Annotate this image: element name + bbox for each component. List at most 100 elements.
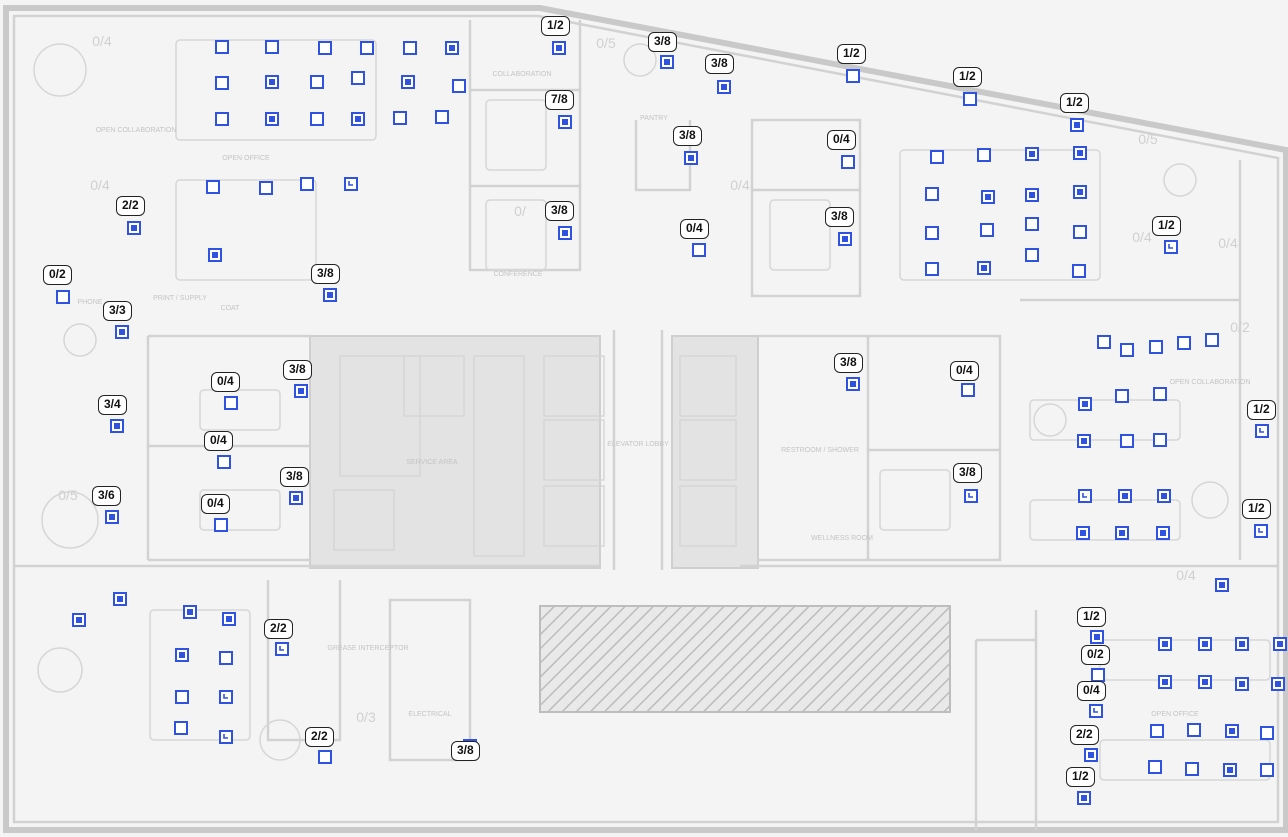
desk-occupied-marker[interactable] [1223, 763, 1237, 777]
desk-available-marker[interactable] [56, 290, 70, 304]
room-capacity-badge[interactable]: 3/8 [280, 467, 309, 487]
desk-available-marker[interactable] [1115, 389, 1129, 403]
desk-occupied-marker[interactable] [401, 75, 415, 89]
desk-available-marker[interactable] [930, 150, 944, 164]
desk-occupied-marker[interactable] [105, 510, 119, 524]
desk-occupied-marker[interactable] [265, 75, 279, 89]
desk-available-marker[interactable] [1153, 387, 1167, 401]
desk-available-marker[interactable] [977, 148, 991, 162]
desk-reserved-marker[interactable] [1078, 489, 1092, 503]
desk-occupied-marker[interactable] [1025, 147, 1039, 161]
desk-occupied-marker[interactable] [208, 248, 222, 262]
desk-available-marker[interactable] [403, 41, 417, 55]
desk-occupied-marker[interactable] [1025, 188, 1039, 202]
desk-occupied-marker[interactable] [838, 232, 852, 246]
desk-occupied-marker[interactable] [660, 55, 674, 69]
desk-occupied-marker[interactable] [289, 491, 303, 505]
desk-occupied-marker[interactable] [1225, 724, 1239, 738]
desk-occupied-marker[interactable] [1076, 526, 1090, 540]
desk-reserved-marker[interactable] [275, 642, 289, 656]
desk-available-marker[interactable] [1073, 225, 1087, 239]
room-capacity-badge[interactable]: 1/2 [541, 16, 570, 36]
desk-reserved-marker[interactable] [1254, 524, 1268, 538]
desk-available-marker[interactable] [217, 455, 231, 469]
desk-occupied-marker[interactable] [1198, 675, 1212, 689]
room-capacity-badge[interactable]: 0/4 [201, 494, 230, 514]
room-capacity-badge[interactable]: 3/8 [311, 264, 340, 284]
desk-occupied-marker[interactable] [351, 112, 365, 126]
room-capacity-badge[interactable]: 3/8 [451, 741, 480, 761]
room-capacity-badge[interactable]: 3/8 [283, 360, 312, 380]
desk-available-marker[interactable] [1097, 335, 1111, 349]
desk-available-marker[interactable] [1187, 723, 1201, 737]
desk-occupied-marker[interactable] [981, 190, 995, 204]
room-capacity-badge[interactable]: 1/2 [1077, 607, 1106, 627]
desk-occupied-marker[interactable] [1077, 791, 1091, 805]
desk-reserved-marker[interactable] [1089, 704, 1103, 718]
desk-available-marker[interactable] [1153, 433, 1167, 447]
room-capacity-badge[interactable]: 1/2 [837, 44, 866, 64]
desk-occupied-marker[interactable] [1118, 489, 1132, 503]
desk-occupied-marker[interactable] [1158, 637, 1172, 651]
room-capacity-badge[interactable]: 2/2 [305, 727, 334, 747]
desk-occupied-marker[interactable] [265, 112, 279, 126]
desk-reserved-marker[interactable] [344, 177, 358, 191]
room-capacity-badge[interactable]: 0/4 [680, 219, 709, 239]
desk-occupied-marker[interactable] [294, 384, 308, 398]
desk-occupied-marker[interactable] [445, 41, 459, 55]
desk-occupied-marker[interactable] [717, 80, 731, 94]
desk-available-marker[interactable] [1185, 762, 1199, 776]
desk-reserved-marker[interactable] [219, 730, 233, 744]
desk-available-marker[interactable] [1120, 434, 1134, 448]
desk-available-marker[interactable] [961, 383, 975, 397]
desk-reserved-marker[interactable] [1255, 424, 1269, 438]
room-capacity-badge[interactable]: 0/2 [43, 265, 72, 285]
room-capacity-badge[interactable]: 3/8 [545, 201, 574, 221]
desk-occupied-marker[interactable] [1070, 118, 1084, 132]
desk-occupied-marker[interactable] [1273, 637, 1287, 651]
room-capacity-badge[interactable]: 3/8 [834, 353, 863, 373]
desk-available-marker[interactable] [841, 155, 855, 169]
room-capacity-badge[interactable]: 3/8 [648, 32, 677, 52]
desk-available-marker[interactable] [435, 110, 449, 124]
desk-available-marker[interactable] [175, 690, 189, 704]
desk-available-marker[interactable] [1177, 336, 1191, 350]
desk-occupied-marker[interactable] [1077, 434, 1091, 448]
room-capacity-badge[interactable]: 2/2 [264, 619, 293, 639]
desk-occupied-marker[interactable] [1156, 526, 1170, 540]
room-capacity-badge[interactable]: 3/6 [92, 486, 121, 506]
room-capacity-badge[interactable]: 1/2 [1247, 400, 1276, 420]
desk-available-marker[interactable] [300, 177, 314, 191]
room-capacity-badge[interactable]: 1/2 [1060, 93, 1089, 113]
desk-occupied-marker[interactable] [1235, 637, 1249, 651]
desk-available-marker[interactable] [1150, 724, 1164, 738]
desk-occupied-marker[interactable] [1084, 748, 1098, 762]
desk-available-marker[interactable] [925, 262, 939, 276]
desk-available-marker[interactable] [214, 518, 228, 532]
desk-available-marker[interactable] [310, 75, 324, 89]
desk-available-marker[interactable] [318, 41, 332, 55]
room-capacity-badge[interactable]: 3/3 [103, 301, 132, 321]
desk-available-marker[interactable] [360, 41, 374, 55]
desk-available-marker[interactable] [1149, 340, 1163, 354]
desk-available-marker[interactable] [219, 651, 233, 665]
desk-available-marker[interactable] [1260, 726, 1274, 740]
desk-occupied-marker[interactable] [846, 377, 860, 391]
desk-reserved-marker[interactable] [219, 690, 233, 704]
room-capacity-badge[interactable]: 1/2 [1242, 499, 1271, 519]
desk-occupied-marker[interactable] [1078, 397, 1092, 411]
desk-occupied-marker[interactable] [222, 612, 236, 626]
room-capacity-badge[interactable]: 0/4 [827, 130, 856, 150]
desk-available-marker[interactable] [1072, 264, 1086, 278]
desk-occupied-marker[interactable] [1158, 675, 1172, 689]
desk-available-marker[interactable] [318, 750, 332, 764]
desk-available-marker[interactable] [259, 181, 273, 195]
room-capacity-badge[interactable]: 2/2 [1070, 725, 1099, 745]
desk-reserved-marker[interactable] [1164, 240, 1178, 254]
desk-occupied-marker[interactable] [115, 325, 129, 339]
room-capacity-badge[interactable]: 3/8 [953, 463, 982, 483]
room-capacity-badge[interactable]: 0/4 [950, 361, 979, 381]
desk-available-marker[interactable] [215, 112, 229, 126]
desk-available-marker[interactable] [1205, 333, 1219, 347]
desk-available-marker[interactable] [265, 40, 279, 54]
